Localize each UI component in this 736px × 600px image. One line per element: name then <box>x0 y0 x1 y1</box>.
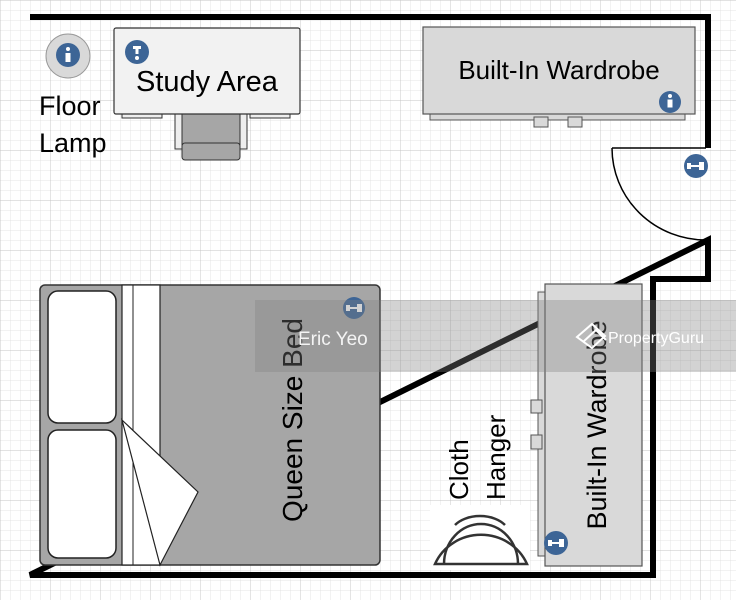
built-in-wardrobe-right[interactable]: Built-In Wardrobe <box>530 283 643 567</box>
floor-lamp-label: Lamp <box>39 128 107 158</box>
watermark-brand: PropertyGuru <box>608 330 704 347</box>
built-in-wardrobe-top[interactable]: Built-In Wardrobe <box>422 26 696 128</box>
bed-label: Queen Size Bed <box>277 318 308 522</box>
floor-lamp-label: Floor <box>39 91 101 121</box>
wardrobe-right-label: Built-In Wardrobe <box>582 320 612 529</box>
watermark-agent: Eric Yeo <box>298 329 368 350</box>
study-area[interactable]: Study Area <box>113 27 301 161</box>
info-icon <box>56 43 80 67</box>
queen-size-bed[interactable]: Queen Size Bed <box>39 284 381 567</box>
study-area-label: Study Area <box>136 66 279 98</box>
door-icon <box>544 531 568 555</box>
floor-lamp[interactable]: Floor Lamp <box>39 33 107 158</box>
door-icon <box>343 297 365 319</box>
door <box>611 147 707 241</box>
propertyguru-logo <box>575 322 607 350</box>
door-icon[interactable] <box>684 154 708 178</box>
info-icon <box>125 40 149 64</box>
watermark: Eric Yeo PropertyGuru <box>255 300 736 372</box>
cloth-hanger-label: Hanger <box>481 414 511 500</box>
info-icon <box>659 91 681 113</box>
wardrobe-top-label: Built-In Wardrobe <box>458 55 659 85</box>
cloth-hanger[interactable]: Cloth Hanger <box>430 414 530 570</box>
cloth-hanger-label: Cloth <box>444 439 474 500</box>
